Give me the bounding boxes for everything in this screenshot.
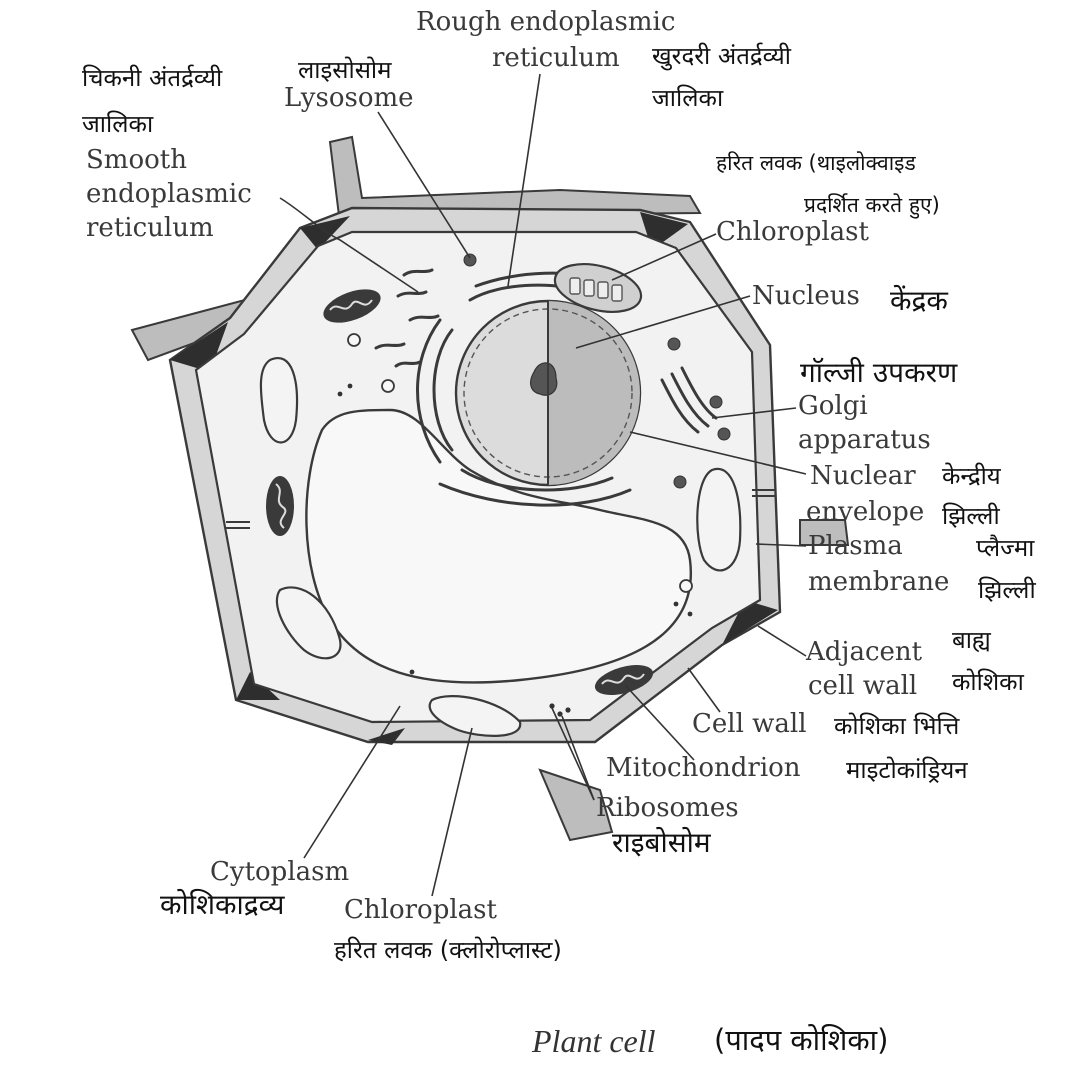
smooth-er-label-hi-2: जालिका bbox=[82, 110, 154, 138]
caption-hi: (पादप कोशिका) bbox=[714, 1023, 889, 1057]
lysosome-label-en: Lysosome bbox=[284, 83, 414, 113]
caption-en: Plant cell bbox=[531, 1023, 656, 1059]
golgi-label-en-1: Golgi bbox=[798, 391, 868, 421]
smooth-er-label-en-3: reticulum bbox=[86, 213, 214, 243]
leader-chloroplast-bottom bbox=[431, 727, 473, 897]
smooth-er-label-en-2: endoplasmic bbox=[86, 179, 252, 209]
rough-er-label-en-1: Rough endoplasmic bbox=[416, 7, 675, 37]
cytoplasm-label-en: Cytoplasm bbox=[210, 857, 349, 887]
labels: Rough endoplasmic reticulum खुरदरी अंतर्… bbox=[82, 7, 1036, 964]
ribosomes bbox=[337, 383, 693, 717]
nuclear-envelope-label-hi-2: झिल्ली bbox=[942, 502, 1000, 530]
chloroplast-top-label-hi-2: प्रदर्शित करते हुए) bbox=[804, 193, 940, 219]
cell-wall-label-hi: कोशिका भित्ति bbox=[834, 712, 960, 740]
adjacent-wall-label-en-2: cell wall bbox=[808, 671, 917, 701]
chloroplast-top-label-en: Chloroplast bbox=[716, 217, 869, 247]
chloroplast-left bbox=[259, 357, 299, 444]
chloroplast-top-label-hi-1: हरित लवक (थाइलोक्वाइड bbox=[716, 151, 916, 175]
cell-illustration bbox=[130, 135, 850, 842]
leader-lines bbox=[279, 73, 807, 897]
chloroplast-bottom bbox=[428, 695, 522, 737]
leader-rough-er bbox=[507, 73, 541, 287]
rough-er-label-en-2: reticulum bbox=[492, 43, 620, 73]
golgi-apparatus bbox=[660, 366, 718, 434]
leader-plasma-membrane bbox=[755, 543, 807, 547]
nuclear-envelope-label-hi-1: केन्द्रीय bbox=[942, 462, 1002, 490]
adjacent-wall-label-hi-2: कोशिका bbox=[952, 668, 1025, 696]
chloroplast-left-lower bbox=[275, 586, 342, 660]
adjacent-wall-label-hi-1: बाह्य bbox=[952, 626, 992, 654]
leader-cell-wall bbox=[687, 667, 721, 713]
leader-golgi bbox=[711, 407, 797, 419]
golgi-label-hi: गॉल्जी उपकरण bbox=[800, 356, 958, 389]
cell-wall-label-en: Cell wall bbox=[692, 709, 807, 739]
smooth-endoplasmic-reticulum bbox=[374, 268, 440, 368]
nucleus-label-en: Nucleus bbox=[752, 281, 860, 311]
caption: Plant cell (पादप कोशिका) bbox=[531, 1023, 889, 1059]
chloroplast-bottom-label-en: Chloroplast bbox=[344, 895, 497, 925]
ribosomes-label-en: Ribosomes bbox=[596, 793, 739, 823]
chloroplast-right bbox=[696, 467, 742, 572]
mitochondrion bbox=[323, 289, 381, 323]
adjacent-wall-label-en-1: Adjacent bbox=[805, 637, 923, 667]
rough-er-label-hi-2: जालिका bbox=[652, 84, 724, 112]
leader-chloroplast-top bbox=[611, 233, 717, 281]
wall-corner bbox=[300, 216, 350, 250]
adjacent-cell-wall-right bbox=[799, 519, 850, 546]
plasma-membrane-label-hi-2: झिल्ली bbox=[978, 576, 1036, 604]
mitochondrion-label-hi: माइटोकांड्रियन bbox=[846, 756, 968, 784]
leader-mitochondrion bbox=[625, 685, 695, 761]
cytoplasm-label-hi: कोशिकाद्रव्य bbox=[160, 888, 286, 921]
chloroplast-top bbox=[553, 263, 643, 313]
nuclear-envelope-label-en-1: Nuclear bbox=[810, 461, 916, 491]
mitochondrion bbox=[594, 665, 654, 695]
mitochondrion-label-en: Mitochondrion bbox=[606, 753, 801, 783]
lysosome-label-hi: लाइसोसोम bbox=[298, 56, 392, 84]
ribosomes-label-hi: राइबोसोम bbox=[612, 826, 712, 859]
leader-adjacent-wall bbox=[757, 625, 807, 657]
golgi-label-en-2: apparatus bbox=[798, 425, 931, 455]
vesicle bbox=[347, 333, 693, 593]
nucleus bbox=[454, 299, 642, 487]
wall-corner bbox=[722, 600, 778, 645]
leader-ribosomes-1 bbox=[551, 707, 595, 801]
lysosome bbox=[463, 253, 731, 489]
chloroplast-bottom-label-hi: हरित लवक (क्लोरोप्लास्ट) bbox=[334, 936, 562, 964]
leader-nuclear-envelope bbox=[629, 431, 807, 475]
smooth-er-label-hi-1: चिकनी अंतर्द्रव्यी bbox=[82, 64, 223, 92]
leader-smooth-er bbox=[279, 197, 419, 293]
adjacent-cell-wall-bottom bbox=[538, 768, 614, 842]
leader-ribosomes-2 bbox=[561, 715, 595, 801]
plasmodesmata bbox=[226, 489, 776, 529]
nuclear-envelope-label-en-2: envelope bbox=[806, 497, 924, 527]
plasma-membrane-label-en-1: Plasma bbox=[808, 531, 903, 561]
plasma-membrane-label-en-2: membrane bbox=[808, 567, 949, 597]
plasma-membrane-label-hi-1: प्लैज्मा bbox=[976, 534, 1035, 562]
rough-er-label-hi-1: खुरदरी अंतर्द्रव्यी bbox=[652, 42, 792, 71]
smooth-er-label-en-1: Smooth bbox=[86, 145, 187, 175]
nucleus-label-hi: केंद्रक bbox=[890, 284, 948, 317]
leader-nucleus bbox=[575, 295, 751, 349]
leader-cytoplasm bbox=[303, 705, 401, 859]
leader-lysosome bbox=[377, 111, 471, 259]
mitochondrion bbox=[266, 476, 294, 536]
